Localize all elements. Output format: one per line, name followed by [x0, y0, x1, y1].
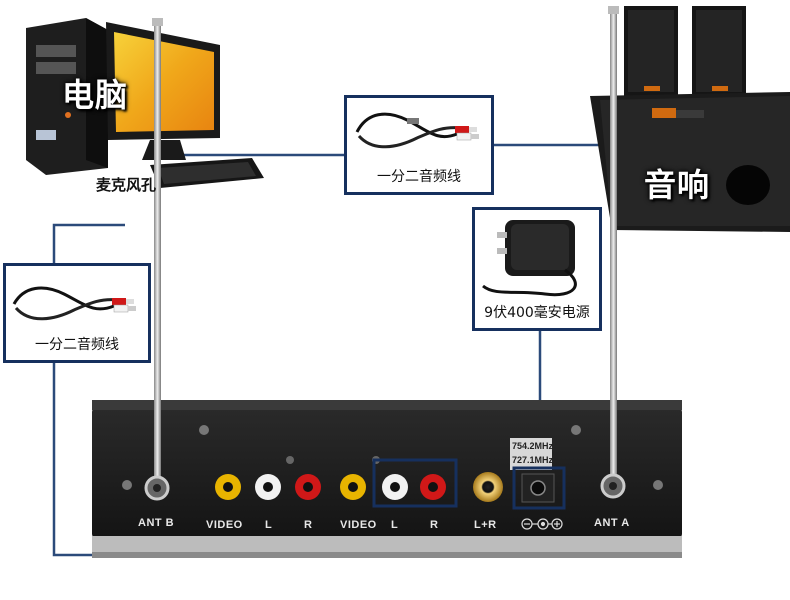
- monitor-icon: [106, 22, 220, 160]
- lr-jack: [473, 472, 503, 502]
- port-label-r-2: R: [430, 519, 439, 531]
- cable-callout-top: 一分二音频线: [344, 95, 494, 195]
- dc-jack: [521, 473, 555, 503]
- rca-jack-icon: [215, 474, 446, 500]
- port-label-l-2: L: [391, 519, 399, 531]
- speaker-system-icon: [590, 6, 790, 232]
- port-label-ant-b: ANT B: [138, 517, 175, 529]
- port-label-video-1: VIDEO: [206, 519, 243, 531]
- computer-label: 电脑: [62, 76, 129, 114]
- antenna-icon: [144, 18, 170, 501]
- antenna-a-icon: [600, 6, 626, 499]
- cable-top-caption: 一分二音频线: [377, 169, 461, 185]
- keyboard-icon: [150, 158, 264, 188]
- audio-cable-left-icon: [12, 286, 136, 321]
- port-label-l-1: L: [265, 519, 273, 531]
- dc-polarity-icon: [521, 518, 563, 530]
- audio-cable-icon: [355, 112, 479, 149]
- freq-sticker: [510, 438, 552, 470]
- computer-tower-icon: [26, 18, 108, 175]
- cable-left-caption: 一分二音频线: [35, 337, 119, 353]
- highlight-audio-out: [372, 458, 458, 508]
- port-label-ant-a: ANT A: [594, 517, 630, 529]
- mic-jack-label: 麦克风孔: [96, 176, 157, 194]
- highlight-dc-in: [512, 466, 566, 510]
- freq-line-2: 727.1MHz: [512, 455, 554, 465]
- port-label-lr: L+R: [474, 519, 497, 531]
- cable-callout-left: 一分二音频线: [3, 263, 151, 363]
- speaker-label: 音响: [644, 166, 711, 204]
- power-caption: 9伏400毫安电源: [484, 305, 590, 321]
- freq-line-1: 754.2MHz: [512, 441, 554, 451]
- line-mic-to-left-cable: [52, 223, 125, 265]
- port-label-video-2: VIDEO: [340, 519, 377, 531]
- power-callout: 9伏400毫安电源: [472, 207, 602, 331]
- port-label-r-1: R: [304, 519, 313, 531]
- power-adapter-icon: [482, 220, 577, 297]
